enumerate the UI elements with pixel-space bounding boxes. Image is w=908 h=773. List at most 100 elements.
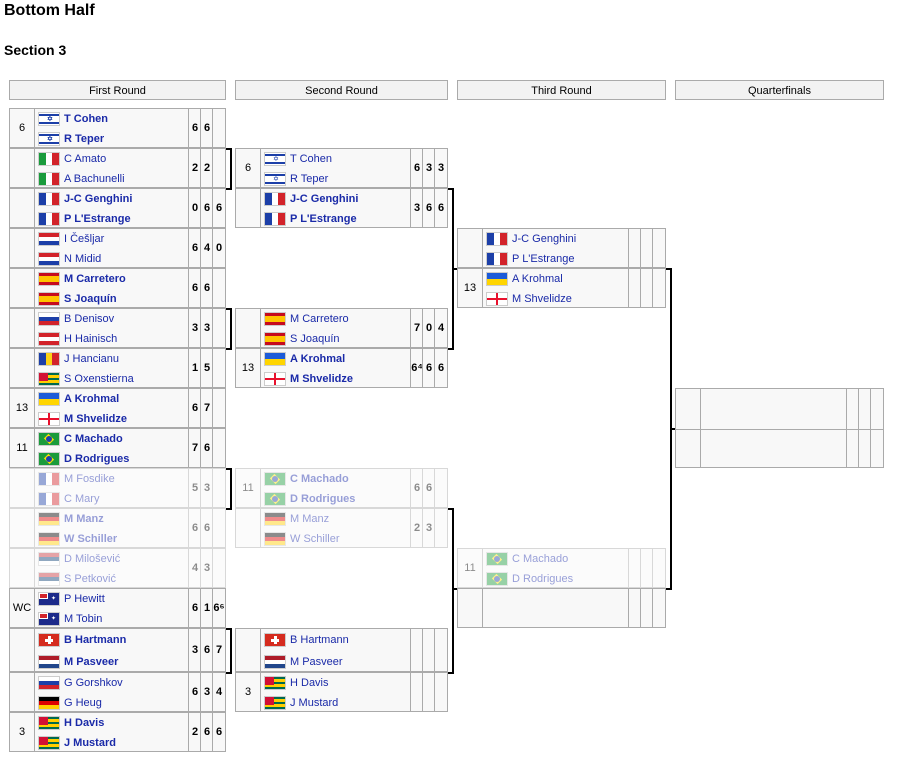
- player-name[interactable]: A Krohmal: [512, 273, 563, 285]
- player-name[interactable]: G Heug: [64, 697, 102, 709]
- player-name[interactable]: B Hartmann: [64, 634, 127, 646]
- player-name[interactable]: W Schiller: [290, 533, 340, 545]
- score-column: 6: [188, 673, 201, 711]
- player-row: A Krohmal: [35, 389, 119, 409]
- player-name[interactable]: R Teper: [290, 173, 329, 185]
- player-name[interactable]: M Shvelidze: [64, 413, 127, 425]
- player-name[interactable]: P Hewitt: [64, 593, 105, 605]
- set-score: [213, 269, 225, 307]
- fra-flag-icon: [38, 192, 60, 206]
- bracket-connector: [452, 508, 454, 672]
- quarterfinal-box: [675, 388, 884, 468]
- player-name[interactable]: W Schiller: [64, 533, 118, 545]
- score-column: 0: [212, 229, 225, 267]
- player-name[interactable]: M Carretero: [290, 313, 349, 325]
- player-name[interactable]: M Fosdike: [64, 473, 115, 485]
- player-name[interactable]: A Bachunelli: [64, 173, 125, 185]
- set-score: 6: [215, 202, 223, 214]
- player-name[interactable]: C Machado: [512, 553, 569, 565]
- player-name[interactable]: N Midid: [64, 253, 102, 265]
- player-name[interactable]: M Pasveer: [64, 656, 119, 668]
- score-column: 6: [200, 509, 213, 547]
- player-name[interactable]: M Shvelidze: [290, 373, 353, 385]
- round-header-first: First Round: [9, 80, 226, 100]
- fra-flag-icon: [264, 212, 286, 226]
- player-row: A Krohmal: [483, 269, 563, 289]
- player-name[interactable]: P L'Estrange: [64, 213, 131, 225]
- player-name[interactable]: D Rodrigues: [290, 493, 356, 505]
- seed-number: [10, 229, 35, 267]
- tog-flag-icon: [264, 696, 286, 710]
- player-row: M Manz: [35, 509, 104, 529]
- player-row: M Carretero: [261, 309, 349, 329]
- player-name[interactable]: S Joaquín: [290, 333, 340, 345]
- tog-flag-icon: [264, 676, 286, 690]
- player-name[interactable]: H Davis: [290, 677, 329, 689]
- player-row: J Mustard: [35, 733, 116, 753]
- score-column: [422, 629, 435, 671]
- set-score: 6: [203, 122, 211, 134]
- score-column: [652, 549, 665, 587]
- player-name[interactable]: P L'Estrange: [512, 253, 575, 265]
- player-row: G Heug: [35, 693, 102, 713]
- player-name[interactable]: M Manz: [290, 513, 330, 525]
- player-name[interactable]: M Carretero: [64, 273, 126, 285]
- player-name[interactable]: I Češljar: [64, 233, 105, 245]
- player-name[interactable]: T Cohen: [64, 113, 108, 125]
- player-name[interactable]: D Rodrigues: [512, 573, 574, 585]
- player-name[interactable]: J-C Genghini: [64, 193, 133, 205]
- set-score: 1: [191, 362, 199, 374]
- set-score: 4: [203, 242, 211, 254]
- seed-number: WC: [10, 589, 35, 627]
- player-name[interactable]: J Hancianu: [64, 353, 120, 365]
- player-name[interactable]: C Machado: [290, 473, 349, 485]
- score-column: 4: [212, 673, 225, 711]
- bracket-connector: [226, 348, 232, 350]
- player-name[interactable]: T Cohen: [290, 153, 332, 165]
- player-name[interactable]: C Machado: [64, 433, 123, 445]
- player-name[interactable]: J Mustard: [290, 697, 339, 709]
- player-name[interactable]: S Joaquín: [64, 293, 117, 305]
- set-score: [435, 509, 447, 547]
- player-name[interactable]: H Davis: [64, 717, 105, 729]
- player-name[interactable]: P L'Estrange: [290, 213, 357, 225]
- player-row: P L'Estrange: [483, 249, 574, 269]
- score-column: [640, 229, 653, 267]
- player-row: G Gorshkov: [35, 673, 123, 693]
- score-column: 6: [212, 189, 225, 227]
- player-name[interactable]: G Gorshkov: [64, 677, 123, 689]
- player-name[interactable]: C Amato: [64, 153, 107, 165]
- player-name[interactable]: M Tobin: [64, 613, 103, 625]
- player-name[interactable]: B Denisov: [64, 313, 115, 325]
- player-row: J-C Genghini: [35, 189, 132, 209]
- player-name[interactable]: M Manz: [64, 513, 104, 525]
- player-name[interactable]: J-C Genghini: [290, 193, 359, 205]
- score-column: 2: [188, 713, 201, 751]
- player-name[interactable]: M Shvelidze: [512, 293, 572, 305]
- set-score: 6⁴: [411, 362, 423, 374]
- set-score: 6: [425, 482, 433, 494]
- player-name[interactable]: J Mustard: [64, 737, 116, 749]
- bracket-connector: [226, 188, 232, 190]
- player-name[interactable]: S Oxenstierna: [64, 373, 134, 385]
- player-name[interactable]: D Rodrigues: [64, 453, 130, 465]
- player-name[interactable]: A Krohmal: [64, 393, 120, 405]
- player-row: D Rodrigues: [35, 449, 129, 469]
- player-name[interactable]: C Mary: [64, 493, 100, 505]
- player-name[interactable]: B Hartmann: [290, 634, 349, 646]
- player-name[interactable]: J-C Genghini: [512, 233, 577, 245]
- seed-number: 6: [10, 109, 35, 147]
- set-score: 0: [191, 202, 199, 214]
- player-name[interactable]: R Teper: [64, 133, 105, 145]
- bracket-connector: [666, 268, 672, 270]
- player-name[interactable]: M Pasveer: [290, 656, 343, 668]
- player-row: B Hartmann: [261, 629, 349, 651]
- player-name[interactable]: A Krohmal: [290, 353, 346, 365]
- player-row: J Mustard: [261, 693, 338, 713]
- player-name[interactable]: H Hainisch: [64, 333, 118, 345]
- player-name[interactable]: D Milošević: [64, 553, 121, 565]
- player-name[interactable]: S Petković: [64, 573, 116, 585]
